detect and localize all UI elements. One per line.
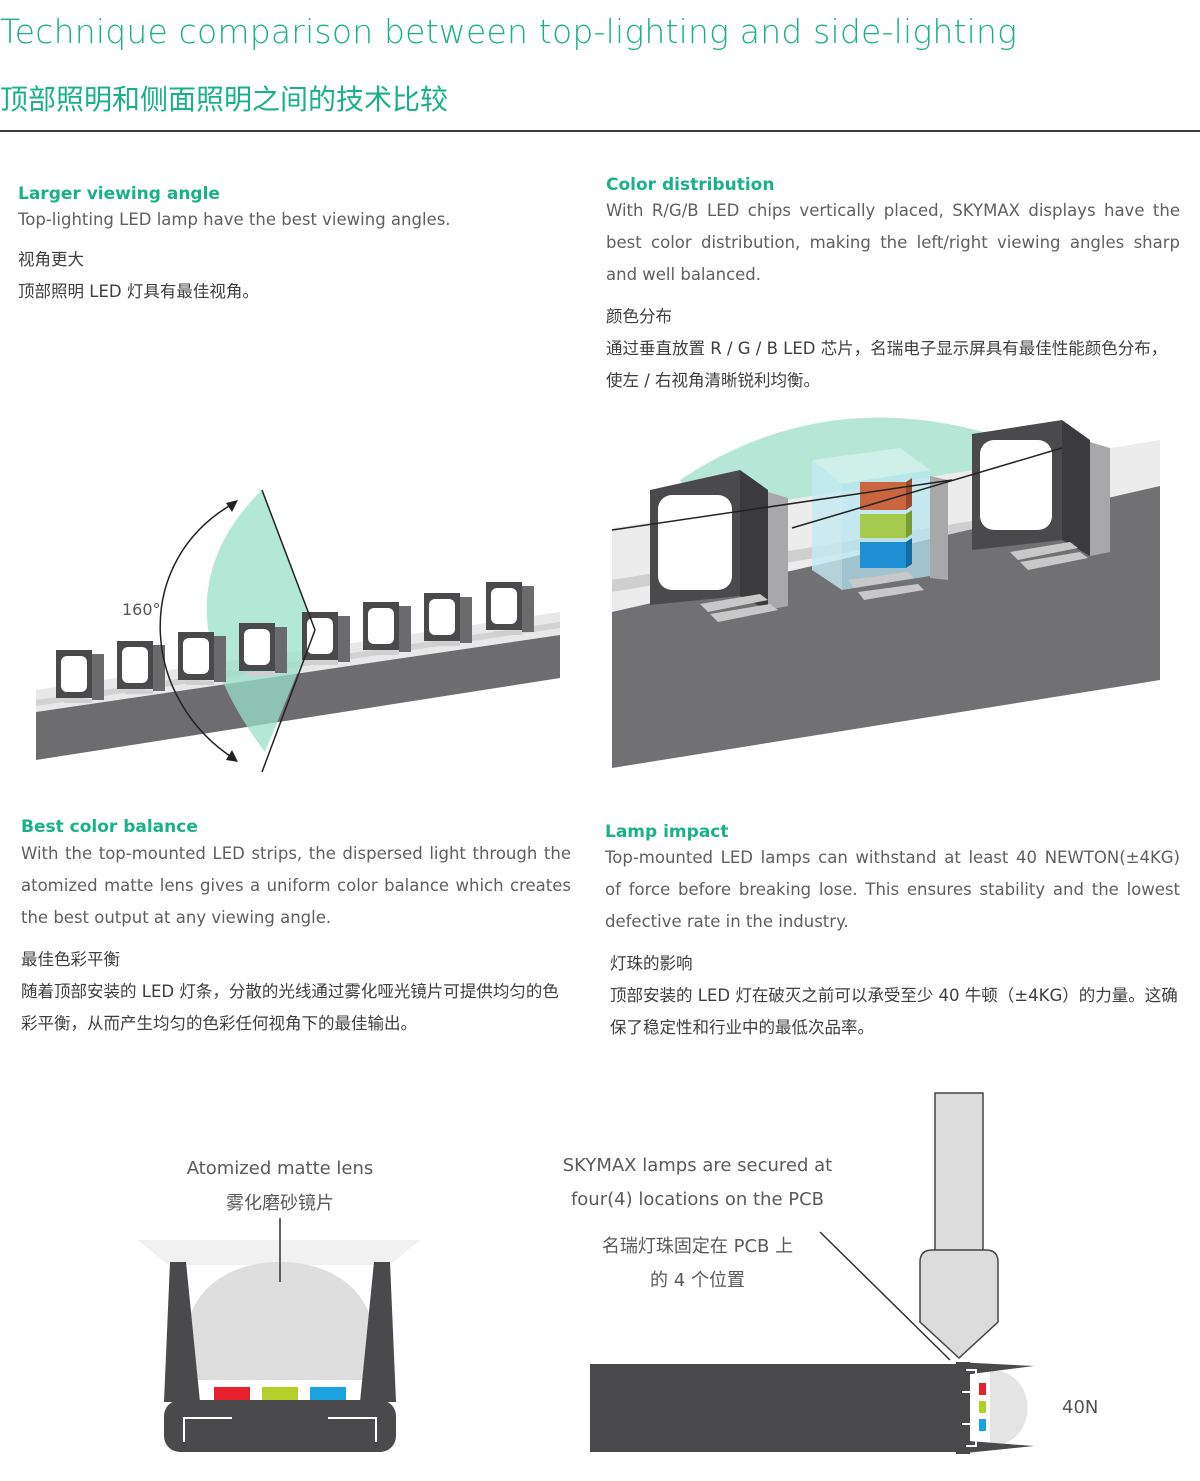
side-lens [990,1370,1028,1446]
color-distribution-body: With R/G/B LED chips vertically placed, … [606,201,1180,284]
blue-led-side [979,1419,986,1431]
page-title: Technique comparison between top-lightin… [0,12,1018,51]
lamp-impact-zh-body: 顶部安装的 LED 灯在破灭之前可以承受至少 40 牛顿（±4KG）的力量。这确… [610,986,1178,1037]
lamp-left [650,470,788,622]
color-distribution-illustration [611,417,1160,768]
pin-bottom [962,1423,977,1447]
red-led [214,1387,250,1400]
color-balance-zh-body: 随着顶部安装的 LED 灯条，分散的光线通过雾化哑光镜片可提供均匀的色彩平衡，从… [21,982,559,1033]
led-lamps [56,582,534,703]
view-line-right [791,447,1063,529]
force-test-illustration: 40N [590,1092,1098,1454]
lamp-impact-body: Top-mounted LED lamps can withstand at l… [605,848,1180,931]
header-divider [0,130,1200,132]
strip-body [36,635,560,760]
caption-pointer [819,1231,951,1361]
probe-tip [919,1249,999,1360]
green-led-side [979,1401,986,1413]
arc-arrow-bottom [226,750,238,762]
color-distribution-zh-body: 通过垂直放置 R / G / B LED 芯片，名瑞电子显示屏具有最佳性能颜色分… [606,339,1168,390]
angle-lines [261,489,316,773]
lens-illustration [138,1218,420,1452]
lamp-right [972,420,1110,570]
green-chip [860,514,906,538]
housing-base [164,1400,396,1452]
pcb-caption-zh-2: 的 4 个位置 [650,1270,745,1291]
page-subtitle-zh: 顶部照明和侧面照明之间的技术比较 [0,83,449,116]
pcb-caption-zh-1: 名瑞灯珠固定在 PCB 上 [601,1236,794,1257]
blue-led [310,1387,346,1400]
housing-left-wall [164,1262,200,1402]
pcb-board [590,1364,956,1452]
lamp-body [956,1362,970,1454]
matte-lens [184,1262,376,1380]
color-distribution-zh-heading: 颜色分布 [606,307,672,326]
pin-left [183,1417,232,1442]
viewing-angle-zh-body: 顶部照明 LED 灯具有最佳视角。 [18,282,259,301]
lamp-impact-zh-heading: 灯珠的影响 [610,954,693,973]
lamp-impact-heading: Lamp impact [605,822,729,842]
viewing-angle-heading: Larger viewing angle [18,184,220,204]
color-balance-heading: Best color balance [21,817,198,837]
probe-shaft [934,1092,984,1254]
angle-label: 160° [122,600,161,619]
color-balance-body: With the top-mounted LED strips, the dis… [21,844,571,927]
angle-arc [159,501,237,761]
view-line-left [611,479,953,531]
color-balance-zh-heading: 最佳色彩平衡 [21,950,120,969]
red-led-side [979,1383,986,1395]
pcb-caption-en-2: four(4) locations on the PCB [570,1189,825,1210]
lens-caption-en: Atomized matte lens [186,1158,374,1179]
arc-arrow-top [226,500,238,512]
viewing-angle-zh-heading: 视角更大 [18,250,84,269]
force-label: 40N [1062,1397,1098,1418]
green-led [262,1387,298,1400]
pin-right [328,1417,377,1442]
lens-glow [138,1240,420,1265]
blue-chip [860,542,906,568]
viewing-angle-body: Top-lighting LED lamp have the best view… [18,210,451,229]
color-distribution-heading: Color distribution [606,175,775,195]
viewing-angle-illustration: 160° [36,489,560,773]
light-fan [206,490,315,752]
pin-top [962,1369,977,1393]
housing-right-wall [360,1262,396,1402]
lens-caption-zh: 雾化磨砂镜片 [226,1193,334,1214]
pcb-caption-en-1: SKYMAX lamps are secured at [562,1155,833,1176]
